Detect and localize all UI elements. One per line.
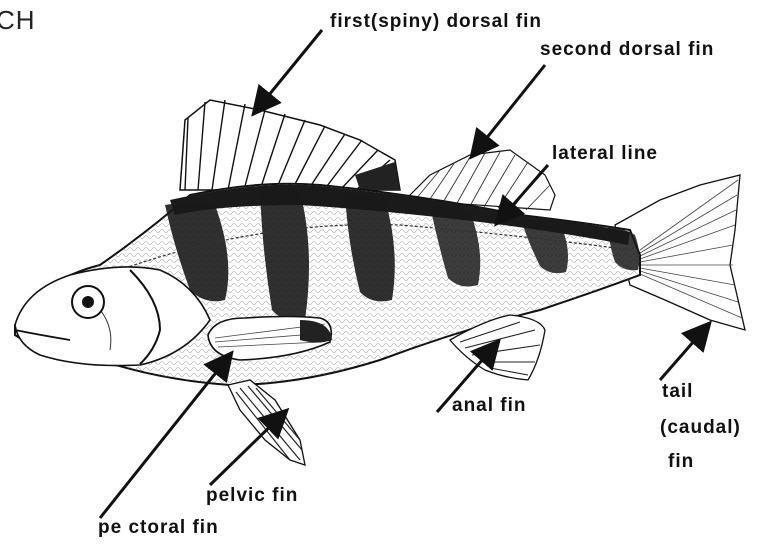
pelvic-fin [228,380,305,465]
arrow-pelvic [210,412,285,485]
label-pelvic-fin: pelvic fin [206,486,298,505]
arrow-tail [660,325,708,380]
label-anal-fin: anal fin [452,396,527,415]
title-fragment: CH [0,5,36,36]
label-second-dorsal-fin: second dorsal fin [540,40,714,59]
arrow-second-dorsal [473,65,545,155]
label-pectoral-fin: pe ctoral fin [98,518,219,537]
first-dorsal-fin [180,100,400,190]
label-tail: tail [662,382,693,401]
label-fin: fin [668,452,694,471]
arrow-first-dorsal [255,30,322,112]
label-first-dorsal-fin: first(spiny) dorsal fin [330,12,542,31]
label-caudal: (caudal) [660,418,741,437]
label-lateral-line: lateral line [552,144,658,163]
